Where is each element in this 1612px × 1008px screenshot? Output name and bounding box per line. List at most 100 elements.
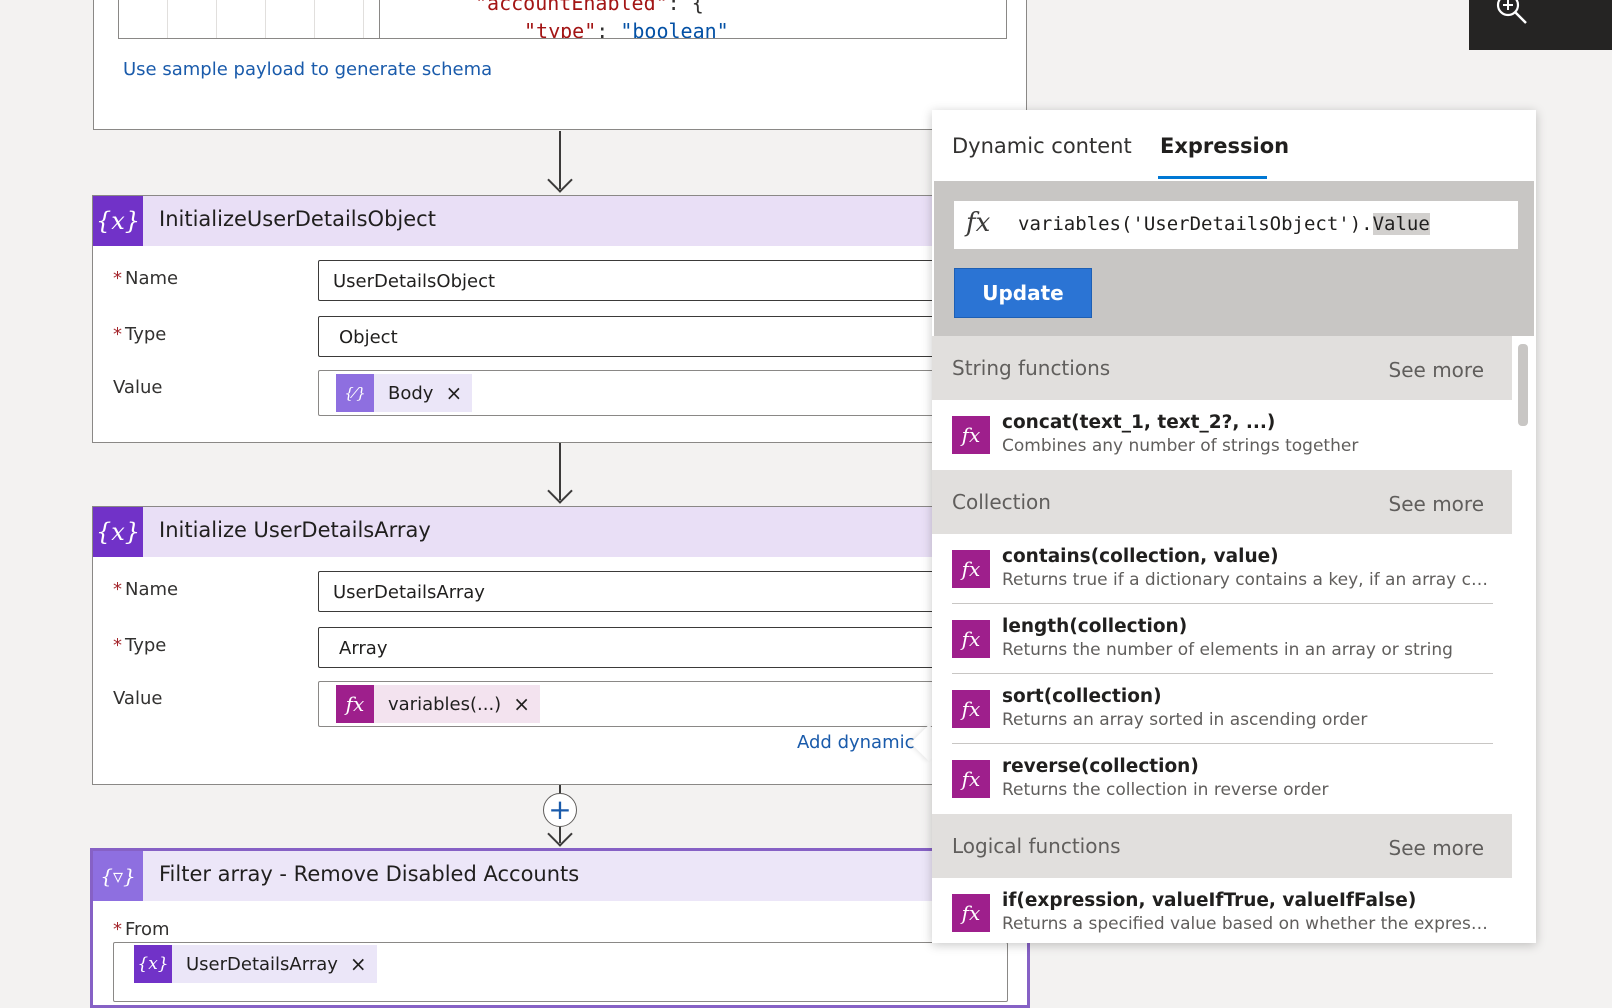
function-icon: fx <box>952 416 990 454</box>
schema-editor[interactable]: "accountEnabled": { "type": "boolean" <box>118 0 1007 39</box>
function-name: concat(text_1, text_2?, ...) <box>1002 412 1276 433</box>
value-label: Value <box>113 688 163 709</box>
function-name: sort(collection) <box>1002 686 1162 707</box>
function-icon: fx <box>336 685 374 723</box>
value-label: Value <box>113 377 163 398</box>
expression-main: variables('UserDetailsObject'). <box>1018 213 1373 235</box>
insert-step-button[interactable]: + <box>543 793 577 827</box>
card-header[interactable]: {x} InitializeUserDetailsObject <box>93 196 1041 246</box>
tab-expression[interactable]: Expression <box>1160 134 1290 158</box>
filter-array-icon: {▿} <box>93 851 143 901</box>
update-button[interactable]: Update <box>954 268 1092 318</box>
function-list-scrollbar[interactable] <box>1515 338 1531 943</box>
expression-token[interactable]: fx variables(...) × <box>336 685 540 723</box>
card-header[interactable]: {x} Initialize UserDetailsArray <box>93 507 1041 557</box>
function-item[interactable]: fx length(collection) Returns the number… <box>932 604 1512 674</box>
name-field[interactable]: UserDetailsArray <box>318 571 1041 612</box>
function-item[interactable]: fx if(expression, valueIfTrue, valueIfFa… <box>932 878 1512 943</box>
field-value: Array <box>339 638 388 659</box>
remove-token-icon[interactable]: × <box>349 952 367 976</box>
value-field[interactable]: {⁄} Body × <box>318 370 1041 416</box>
required-marker: * <box>113 324 122 345</box>
field-value: UserDetailsArray <box>333 582 485 603</box>
label-text: Name <box>125 579 179 600</box>
schema-code-line: "type": "boolean" <box>524 19 729 39</box>
remove-token-icon[interactable]: × <box>513 692 530 716</box>
see-more-link[interactable]: See more <box>1388 492 1484 516</box>
connector-line <box>559 131 561 189</box>
section-title: String functions <box>952 356 1111 380</box>
parse-json-card: "accountEnabled": { "type": "boolean" Us… <box>93 0 1027 130</box>
function-description: Returns an array sorted in ascending ord… <box>1002 710 1368 730</box>
variable-icon: {x} <box>134 945 172 983</box>
expression-input[interactable]: fx variables('UserDetailsObject').Value <box>954 201 1518 249</box>
card-title: Initialize UserDetailsArray <box>159 518 431 542</box>
function-item[interactable]: fx sort(collection) Returns an array sor… <box>932 674 1512 744</box>
connector-arrow <box>547 167 573 193</box>
function-icon: fx <box>952 894 990 932</box>
expression-editor-zone: fx variables('UserDetailsObject').Value … <box>934 181 1534 336</box>
section-header-string-functions: String functions See more <box>932 336 1512 400</box>
initialize-user-details-object-card[interactable]: {x} InitializeUserDetailsObject *Name Us… <box>92 195 1042 443</box>
remove-token-icon[interactable]: × <box>445 381 463 405</box>
section-header-collection: Collection See more <box>932 470 1512 534</box>
tab-dynamic-content[interactable]: Dynamic content <box>952 134 1132 158</box>
function-description: Returns a specified value based on wheth… <box>1002 914 1494 934</box>
function-name: if(expression, valueIfTrue, valueIfFalse… <box>1002 890 1417 911</box>
scrollbar-thumb[interactable] <box>1518 344 1528 426</box>
dynamic-content-icon: {⁄} <box>336 374 374 412</box>
function-description: Returns the collection in reverse order <box>1002 780 1329 800</box>
filter-array-card[interactable]: {▿} Filter array - Remove Disabled Accou… <box>90 848 1030 1008</box>
from-field[interactable]: {x} UserDetailsArray × <box>113 942 1008 1002</box>
section-header-logical-functions: Logical functions See more <box>932 814 1512 878</box>
type-label: *Type <box>113 635 166 656</box>
field-value: Object <box>339 327 398 348</box>
name-field[interactable]: UserDetailsObject <box>318 260 1041 301</box>
card-title: Filter array - Remove Disabled Accounts <box>159 862 580 886</box>
connector-arrow <box>547 478 573 504</box>
code-value: "boolean" <box>620 19 729 39</box>
sample-payload-link[interactable]: Use sample payload to generate schema <box>123 59 493 80</box>
editor-gutter <box>217 0 266 38</box>
section-title: Collection <box>952 490 1051 514</box>
type-label: *Type <box>113 324 166 345</box>
dynamic-token-body[interactable]: {⁄} Body × <box>336 374 473 412</box>
zoom-in-button[interactable] <box>1469 0 1612 50</box>
code-punct: : { <box>667 0 704 15</box>
value-field[interactable]: fx variables(...) × <box>318 681 1041 727</box>
required-marker: * <box>113 268 122 289</box>
function-description: Returns the number of elements in an arr… <box>1002 640 1453 660</box>
code-key: "type" <box>524 19 597 39</box>
type-select[interactable]: Array <box>318 627 1041 668</box>
label-text: Type <box>125 324 167 345</box>
dynamic-token-array[interactable]: {x} UserDetailsArray × <box>134 945 377 983</box>
editor-gutter <box>119 0 168 38</box>
function-name: reverse(collection) <box>1002 756 1199 777</box>
add-dynamic-content-link[interactable]: Add dynamic c <box>797 732 931 753</box>
label-text: From <box>125 919 170 940</box>
see-more-link[interactable]: See more <box>1388 836 1484 860</box>
token-label: UserDetailsArray <box>186 953 338 975</box>
name-label: *Name <box>113 268 178 289</box>
editor-gutter <box>168 0 217 38</box>
required-marker: * <box>113 919 122 940</box>
initialize-user-details-array-card[interactable]: {x} Initialize UserDetailsArray *Name Us… <box>92 506 1042 785</box>
function-icon: fx <box>952 760 990 798</box>
required-marker: * <box>113 579 122 600</box>
field-value: UserDetailsObject <box>333 271 496 292</box>
function-list: String functions See more fx concat(text… <box>932 336 1512 943</box>
code-key: "accountEnabled" <box>475 0 668 15</box>
see-more-link[interactable]: See more <box>1388 358 1484 382</box>
type-select[interactable]: Object <box>318 316 1041 357</box>
function-icon: fx <box>952 550 990 588</box>
active-tab-indicator <box>1158 176 1267 179</box>
connector-line <box>559 443 561 500</box>
function-item[interactable]: fx reverse(collection) Returns the colle… <box>932 744 1512 814</box>
function-item[interactable]: fx concat(text_1, text_2?, ...) Combines… <box>932 400 1512 470</box>
schema-code-line: "accountEnabled": { <box>475 0 704 15</box>
label-text: Type <box>125 635 167 656</box>
function-item[interactable]: fx contains(collection, value) Returns t… <box>932 534 1512 604</box>
name-label: *Name <box>113 579 178 600</box>
card-header[interactable]: {▿} Filter array - Remove Disabled Accou… <box>93 851 1027 901</box>
fx-icon: fx <box>966 208 991 238</box>
